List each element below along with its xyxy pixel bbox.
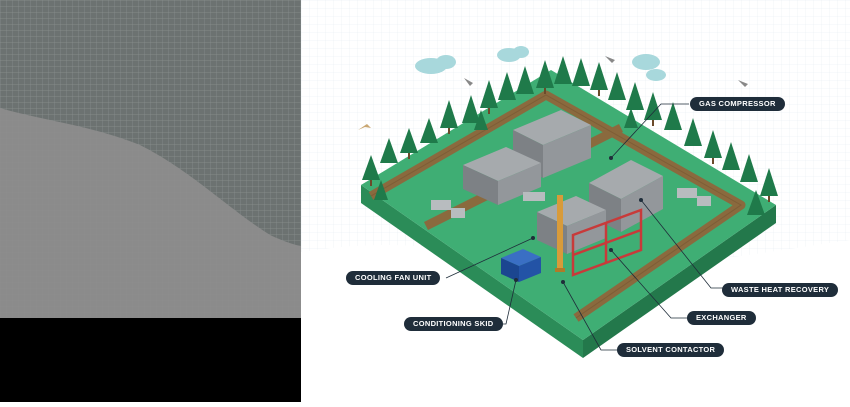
cloud-icon <box>415 55 456 74</box>
callout-cooling-fan-unit: COOLING FAN UNIT <box>346 271 441 285</box>
cloud-icon <box>632 54 666 81</box>
bird-icon <box>738 80 748 87</box>
facility-illustration <box>301 0 850 358</box>
ground-side-right <box>583 205 776 358</box>
cloud-icon <box>497 46 529 62</box>
illustration-panel: GAS COMPRESSOR COOLING FAN UNIT WASTE HE… <box>301 0 850 402</box>
grid-background-art <box>0 0 301 402</box>
callout-solvent-contactor: SOLVENT CONTACTOR <box>617 343 725 357</box>
left-decorative-panel <box>0 0 301 402</box>
ground-side-left <box>361 185 583 358</box>
solvent-stack <box>557 195 563 270</box>
callout-waste-heat-recovery: WASTE HEAT RECOVERY <box>722 283 839 297</box>
conditioning-skid <box>501 249 541 282</box>
callout-conditioning-skid: CONDITIONING SKID <box>404 317 503 331</box>
truck-group <box>431 188 711 218</box>
bird-icon <box>358 124 371 130</box>
callout-exchanger: EXCHANGER <box>687 311 756 325</box>
pipe-rack <box>571 208 643 277</box>
cooling-fan-building <box>463 147 541 205</box>
callout-gas-compressor: GAS COMPRESSOR <box>690 97 785 111</box>
bird-icon <box>464 78 473 86</box>
gray-wave-shape <box>0 108 301 318</box>
bird-icon <box>605 56 615 63</box>
tree-group <box>362 56 778 215</box>
